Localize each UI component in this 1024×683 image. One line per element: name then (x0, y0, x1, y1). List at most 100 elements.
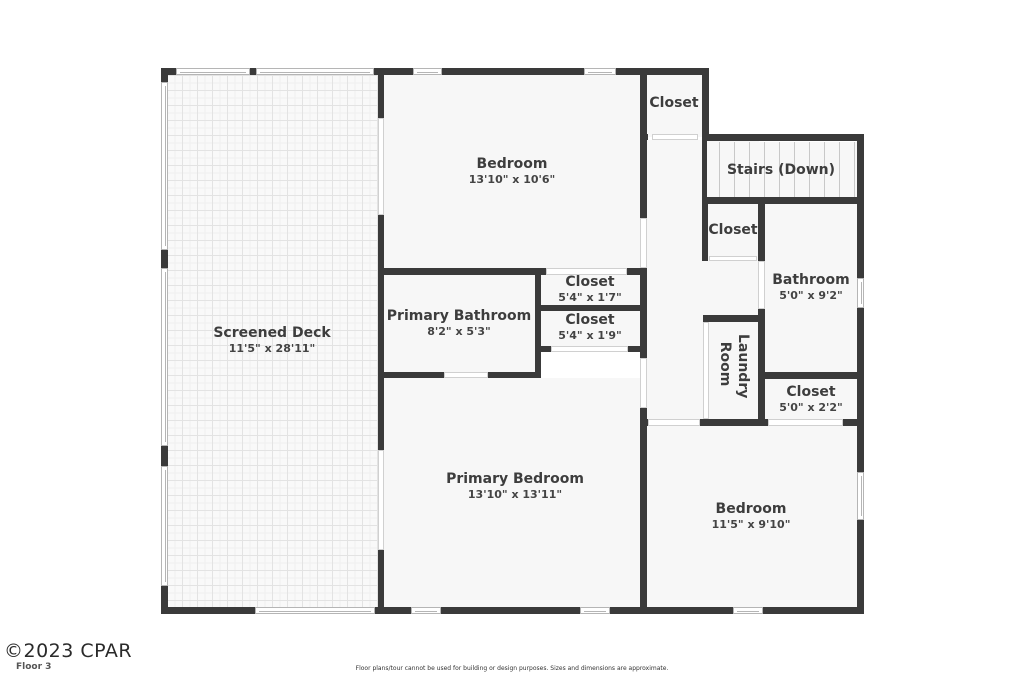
room-name: Closet (786, 384, 836, 400)
room-label-primary-bedroom: Primary Bedroom 13'10" x 13'11" (446, 470, 584, 502)
room-name: Bedroom (476, 156, 548, 172)
room-label-closet-top: Closet (649, 94, 698, 112)
wall-closet-b-bottom-right (628, 346, 645, 352)
wall-laundry-top (703, 315, 765, 322)
wall-pbath-bottom-right (488, 372, 541, 378)
room-label-stairs: Stairs (Down) (727, 161, 835, 179)
room-name: Closet (565, 312, 615, 328)
closet-a-floor (541, 275, 640, 305)
doorway-closet-top (652, 134, 698, 140)
doorway-closet-a (546, 268, 627, 275)
doorway-closet-b (551, 346, 628, 352)
window-bathroom-right (857, 278, 864, 308)
room-dimensions: 5'4" x 1'9" (558, 329, 622, 342)
room-label-screened-deck: Screened Deck 11'5" x 28'11" (213, 324, 330, 356)
room-name: Stairs (Down) (726, 162, 836, 178)
wall-pbath-bottom-left (378, 372, 444, 378)
wall-closet-b-bottom-left (535, 346, 551, 352)
window-deck-bottom (255, 607, 375, 614)
doorway-pbath (444, 372, 488, 378)
wall-closet-small-right (758, 197, 765, 261)
room-label-closet-a: Closet 5'4" x 1'7" (558, 273, 622, 305)
room-name: Bathroom (772, 272, 850, 288)
wall-closet-divider (535, 305, 645, 311)
room-dimensions: 5'0" x 2'2" (779, 401, 843, 414)
opening-deck-lower (378, 450, 384, 550)
room-dimensions: 5'0" x 9'2" (779, 289, 843, 302)
wall-bath-left (758, 309, 765, 426)
wall-stairs-bottom (702, 197, 863, 204)
room-label-closet-small: Closet (708, 221, 757, 239)
laundry-floor (709, 323, 758, 418)
wall-laundry-bottom (700, 419, 768, 426)
window-bedroom-right (857, 472, 864, 520)
screened-deck-floor (167, 75, 378, 608)
closet-top-floor (647, 75, 702, 137)
doorway-closet-small (709, 256, 757, 261)
bedroom-bottom-floor (647, 426, 857, 607)
wall-stairs-left (702, 134, 707, 204)
room-dimensions: 13'10" x 13'11" (467, 488, 563, 501)
wall-closet-top-right (702, 68, 709, 141)
room-name: Bedroom (715, 501, 787, 517)
window-bedroom-top-1 (413, 68, 442, 75)
wall-bedroom-right (640, 68, 647, 614)
room-name: Primary Bedroom (446, 471, 584, 487)
wall-bottom (161, 607, 864, 614)
room-name: Screened Deck (213, 325, 331, 341)
disclaimer-text: Floor plans/tour cannot be used for buil… (355, 665, 669, 672)
bathroom-floor (765, 204, 857, 372)
room-dimensions: 8'2" x 5'3" (427, 325, 491, 338)
room-name: Laundry Room (717, 334, 751, 399)
wall-bedroom-bottom (378, 268, 546, 275)
room-dimensions: 5'4" x 1'7" (558, 291, 622, 304)
doorway-closet-c (768, 419, 843, 426)
room-dimensions: 11'5" x 28'11" (228, 342, 316, 355)
opening-deck-upper (378, 118, 384, 215)
wall-hall-bottom-left (640, 419, 648, 426)
room-name: Primary Bathroom (386, 308, 532, 324)
wall-bedroom-bottom-right (627, 268, 645, 275)
doorway-bedroom-bottom (648, 419, 700, 426)
room-label-primary-bathroom: Primary Bathroom 8'2" x 5'3" (387, 307, 531, 339)
stairs-floor (705, 142, 857, 197)
window-deck-left-2 (161, 268, 168, 446)
window-pbed-bottom-2 (580, 607, 610, 614)
room-name: Closet (708, 222, 758, 238)
doorway-bathroom (758, 261, 765, 309)
window-deck-left-1 (161, 82, 168, 250)
doorway-bedroom-top (640, 218, 647, 268)
wall-pbath-right (535, 268, 541, 378)
closet-small-floor (708, 204, 758, 256)
wall-top-right (702, 134, 863, 141)
primary-bedroom-floor (384, 378, 640, 607)
closet-c-floor (765, 379, 857, 420)
wall-bath-bottom (758, 372, 863, 379)
room-dimensions: 13'10" x 10'6" (468, 173, 556, 186)
floor-label: Floor 3 (16, 662, 52, 672)
wall-closet-c-bottom-right (843, 419, 863, 426)
room-dimensions: 11'5" x 9'10" (711, 518, 791, 531)
room-label-bedroom-top: Bedroom 13'10" x 10'6" (469, 155, 556, 187)
copyright-watermark: ©2023 CPAR (4, 640, 133, 662)
wall-closet-small-left (702, 197, 708, 261)
window-deck-top-2 (256, 68, 374, 75)
room-name: Closet (565, 274, 615, 290)
doorway-primary-bedroom (640, 358, 647, 408)
room-label-closet-b: Closet 5'4" x 1'9" (558, 311, 622, 343)
window-bedroom-bottom (733, 607, 763, 614)
wall-closet-top-bottom (640, 134, 648, 140)
room-name: Closet (649, 95, 699, 111)
window-bedroom-top-2 (584, 68, 616, 75)
room-label-bedroom-bottom: Bedroom 11'5" x 9'10" (712, 500, 791, 532)
doorway-laundry (703, 322, 709, 419)
wall-laundry-left (703, 315, 709, 321)
closet-b-floor (541, 311, 640, 346)
room-label-bathroom: Bathroom 5'0" x 9'2" (772, 271, 850, 303)
wall-deck-divider (378, 68, 384, 614)
bedroom-top-floor (384, 75, 640, 268)
room-label-closet-c: Closet 5'0" x 2'2" (779, 383, 843, 415)
window-deck-left-3 (161, 466, 168, 586)
room-label-laundry: Laundry Room (716, 334, 752, 399)
